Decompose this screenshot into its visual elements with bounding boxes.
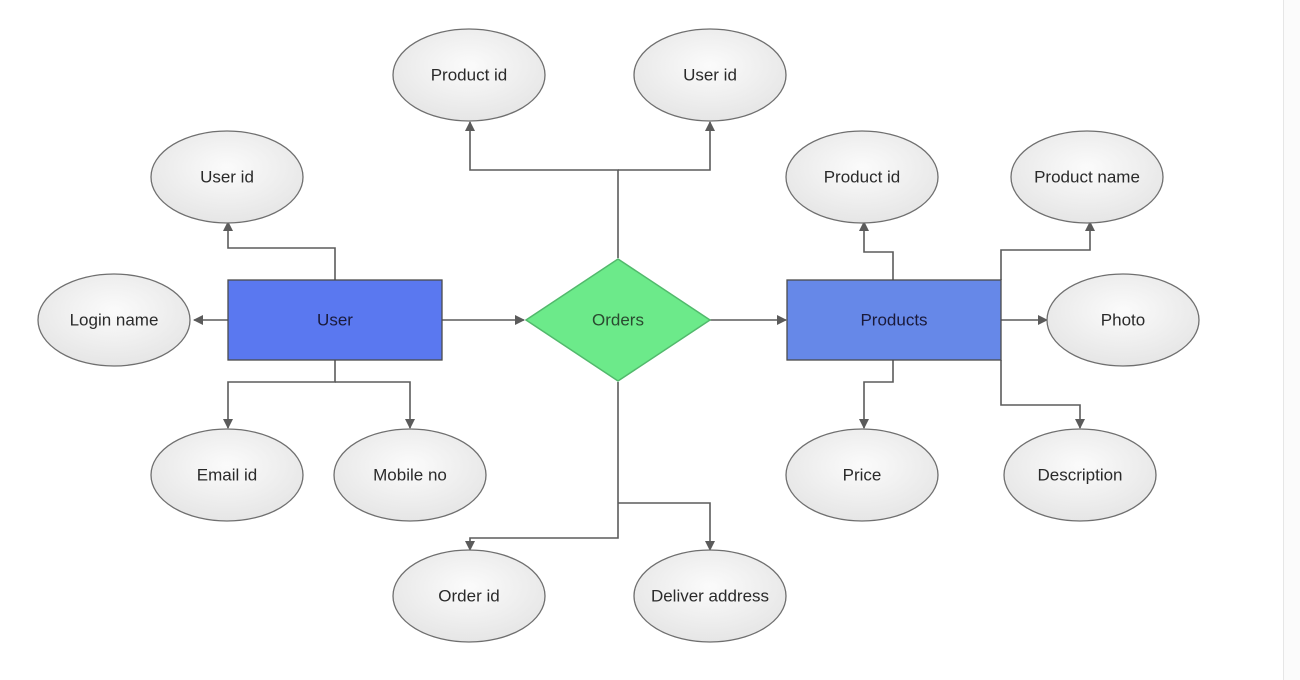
attribute-order-deliver-address-label: Deliver address — [651, 587, 769, 606]
right-edge-rail — [1283, 0, 1300, 680]
connector-orders-product-id — [465, 121, 619, 258]
attribute-user-login-name-label: Login name — [70, 311, 159, 330]
attribute-product-photo: Photo — [1046, 273, 1200, 367]
attribute-order-deliver-address: Deliver address — [633, 549, 787, 643]
connector-user-email-id — [223, 360, 336, 429]
attribute-product-product-id-label: Product id — [824, 168, 901, 187]
attribute-product-description: Description — [1003, 428, 1157, 522]
attribute-user-user-id-label: User id — [200, 168, 254, 187]
attribute-product-product-id: Product id — [785, 130, 939, 224]
attribute-user-mobile-no-label: Mobile no — [373, 466, 447, 485]
attribute-product-product-name-label: Product name — [1034, 168, 1140, 187]
attribute-product-price: Price — [785, 428, 939, 522]
attribute-order-order-id-label: Order id — [438, 587, 499, 606]
entity-products-label: Products — [860, 311, 927, 330]
attribute-order-order-id: Order id — [392, 549, 546, 643]
connectors — [193, 121, 1095, 551]
attribute-product-price-label: Price — [843, 466, 882, 485]
attribute-product-photo-label: Photo — [1101, 311, 1145, 330]
attribute-product-description-label: Description — [1037, 466, 1122, 485]
attribute-user-mobile-no: Mobile no — [333, 428, 487, 522]
connector-orders-user-id — [618, 121, 715, 171]
connector-products-price — [859, 360, 894, 429]
attribute-order-product-id-label: Product id — [431, 66, 508, 85]
relationship-orders: Orders — [524, 258, 712, 382]
connector-products-description — [1000, 360, 1085, 429]
connector-products-product-name — [1000, 221, 1095, 280]
attribute-product-product-name: Product name — [1010, 130, 1164, 224]
attribute-user-login-name: Login name — [37, 273, 191, 367]
entity-user-label: User — [317, 311, 353, 330]
connector-user-mobile-no — [335, 381, 415, 429]
entity-user: User — [227, 279, 443, 361]
attribute-order-user-id: User id — [633, 28, 787, 122]
connector-orders-deliver-address — [618, 502, 715, 551]
attribute-order-product-id: Product id — [392, 28, 546, 122]
relationship-orders-label: Orders — [592, 311, 644, 330]
connector-user-user-id — [223, 221, 336, 280]
attribute-user-email-id: Email id — [150, 428, 304, 522]
attribute-user-email-id-label: Email id — [197, 466, 257, 485]
attribute-user-user-id: User id — [150, 130, 304, 224]
entity-products: Products — [786, 279, 1002, 361]
connector-products-product-id — [859, 221, 894, 280]
attribute-order-user-id-label: User id — [683, 66, 737, 85]
connector-orders-order-id — [465, 382, 619, 551]
